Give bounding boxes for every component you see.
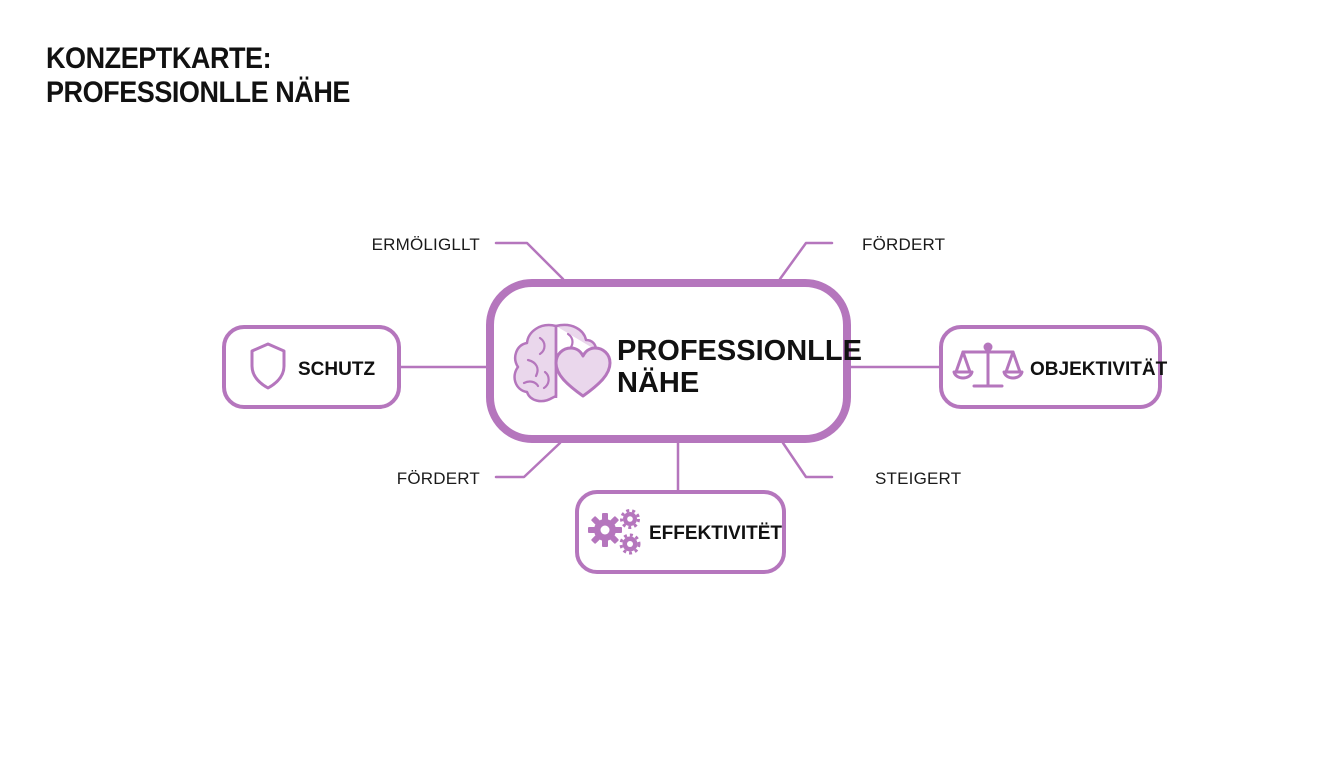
edge-label-bottom-right: STEIGERT (875, 469, 961, 488)
edge-label-top-left: ERMÖLIGLLT (372, 235, 480, 254)
effektivitaet-node: EFFEKTIVITËT (575, 490, 786, 574)
page-title-line-1: KONZEPTKARTE: (46, 42, 272, 75)
objektivitaet-node-label: OBJEKTIVITÄT (1030, 359, 1168, 380)
gears-icon (588, 509, 641, 555)
center-node-label-line-2: NÄHE (617, 366, 699, 399)
shield-icon (250, 342, 286, 390)
connector-top-right (778, 241, 834, 281)
connector-lines (398, 241, 942, 494)
schutz-node: SCHUTZ (222, 325, 401, 409)
edge-label-top-right: FÖRDERT (862, 235, 945, 254)
scales-icon (952, 342, 1024, 388)
page-title: KONZEPTKARTE: PROFESSIONLLE NÄHE (46, 42, 350, 110)
center-node-box (486, 279, 851, 443)
connector-bottom-left (494, 441, 562, 479)
brain-heart-icon (513, 323, 612, 403)
connector-top-left (494, 241, 565, 281)
page-title-line-2: PROFESSIONLLE NÄHE (46, 76, 350, 109)
objektivitaet-node: OBJEKTIVITÄT (939, 325, 1168, 409)
center-node: PROFESSIONLLE NÄHE (486, 279, 862, 443)
schutz-node-label: SCHUTZ (298, 359, 375, 380)
effektivitaet-node-label: EFFEKTIVITËT (649, 523, 782, 544)
connector-bottom-right (781, 441, 834, 479)
edge-label-bottom-left: FÖRDERT (397, 469, 480, 488)
center-node-label-line-1: PROFESSIONLLE (617, 335, 862, 367)
